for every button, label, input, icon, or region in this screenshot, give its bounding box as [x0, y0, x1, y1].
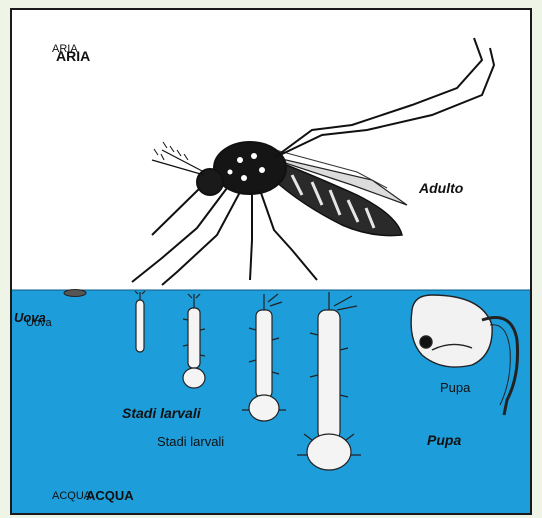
life-cycle-figure: ARIA ARIA Adulto Uova Uova Stadi larvali… — [10, 8, 532, 515]
uova-label-plain: Uova — [26, 317, 52, 329]
stadi-larvali-label-plain: Stadi larvali — [157, 434, 224, 449]
larva-icon — [183, 294, 205, 388]
aria-label: ARIA — [56, 48, 90, 64]
acqua-label: ACQUA — [86, 488, 134, 503]
larva-icon — [297, 292, 361, 470]
stadi-larvali-label: Stadi larvali — [122, 405, 201, 421]
adulto-label: Adulto — [419, 180, 463, 196]
larva-icon — [135, 291, 145, 352]
pupa-icon — [411, 295, 517, 415]
mosquito-adult-icon — [132, 38, 494, 285]
pupa-label: Pupa — [427, 432, 461, 448]
larva-icon — [242, 294, 286, 421]
egg-raft-icon — [64, 290, 86, 297]
pupa-label-plain: Pupa — [440, 380, 470, 395]
